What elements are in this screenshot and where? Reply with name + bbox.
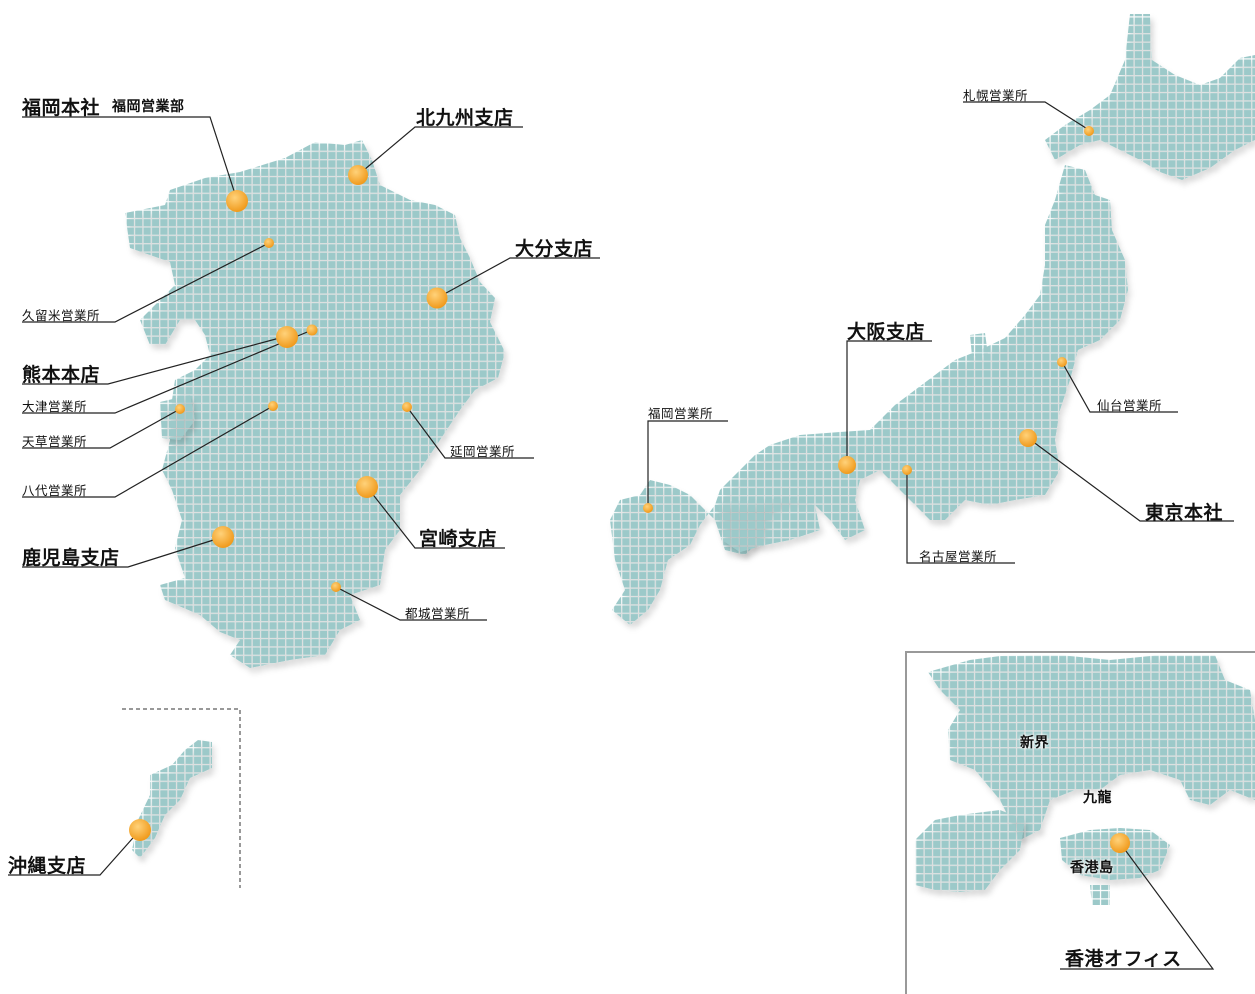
marker-okinawa: [129, 819, 151, 841]
label-yatsushiro: 八代営業所: [22, 483, 88, 498]
lantau-land: [915, 810, 1025, 892]
label-fukuoka-hq: 福岡本社: [22, 97, 101, 119]
marker-yatsushiro: [268, 401, 278, 411]
marker-ozu: [306, 324, 318, 336]
marker-kumamoto: [276, 326, 298, 348]
marker-nagoya: [902, 465, 912, 475]
marker-miyazaki: [356, 476, 378, 498]
marker-oita: [426, 287, 448, 309]
marker-kurume: [264, 238, 274, 248]
label-amakusa: 天草営業所: [22, 434, 88, 449]
label-fukuoka-sales: 福岡営業部: [112, 99, 185, 115]
marker-hongkong: [1110, 833, 1130, 853]
office-markers: [129, 126, 1130, 853]
marker-amakusa: [175, 404, 185, 414]
label-sendai: 仙台営業所: [1097, 398, 1163, 413]
label-sapporo: 札幌営業所: [963, 88, 1029, 103]
marker-kitakyushu: [348, 165, 368, 185]
marker-fukuoka-jp: [643, 503, 653, 513]
marker-osaka: [838, 456, 856, 474]
marker-sapporo: [1084, 126, 1094, 136]
label-fukuoka-jp: 福岡営業所: [648, 406, 714, 421]
amakusa-land: [160, 395, 195, 440]
marker-sendai: [1057, 357, 1067, 367]
label-osaka: 大阪支店: [847, 321, 926, 343]
okinawa-divider: [122, 708, 241, 888]
label-hk-island: 香港島: [1070, 860, 1114, 876]
label-nagoya: 名古屋営業所: [919, 549, 998, 564]
label-kitakyushu: 北九州支店: [416, 107, 514, 129]
label-kowloon: 九龍: [1083, 790, 1112, 806]
hongkong-mainland: [928, 655, 1255, 840]
label-tokyo: 東京本社: [1145, 502, 1224, 524]
okinawa-land: [132, 740, 212, 858]
label-new-territories: 新界: [1020, 735, 1049, 751]
sado-land: [970, 333, 988, 356]
shikoku-land: [718, 498, 820, 552]
label-nobeoka: 延岡営業所: [450, 444, 516, 459]
honshu-land: [610, 165, 1128, 625]
marker-kagoshima: [212, 526, 234, 548]
label-kagoshima: 鹿児島支店: [22, 547, 120, 569]
marker-tokyo: [1019, 429, 1037, 447]
marker-miyakonojo: [331, 582, 341, 592]
lamma-land: [1090, 885, 1110, 905]
label-miyakonojo: 都城営業所: [405, 606, 471, 621]
label-kurume: 久留米営業所: [22, 308, 101, 323]
marker-nobeoka: [402, 402, 412, 412]
hokkaido-land: [1045, 14, 1255, 180]
marker-fukuoka-hq: [226, 190, 248, 212]
label-miyazaki: 宮崎支店: [419, 528, 498, 550]
hk-island-land: [1060, 828, 1170, 880]
leader-lines: [8, 101, 1234, 970]
label-hk-office: 香港オフィス: [1065, 948, 1182, 970]
label-kumamoto: 熊本本店: [22, 364, 101, 386]
label-oita: 大分支店: [515, 238, 594, 260]
label-ozu: 大津営業所: [22, 399, 88, 414]
label-okinawa: 沖縄支店: [8, 855, 87, 877]
